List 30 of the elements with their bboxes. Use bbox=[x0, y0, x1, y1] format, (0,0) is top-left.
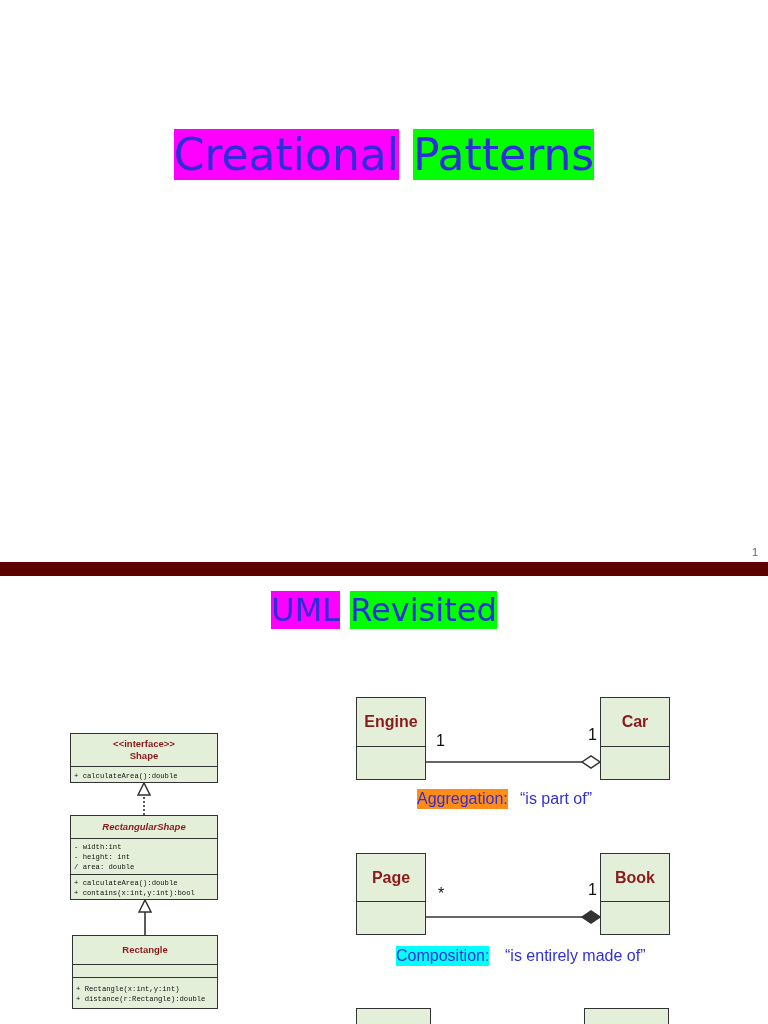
class-name: Book bbox=[614, 867, 656, 888]
class-name: Shape bbox=[128, 750, 160, 762]
slide-title: UML Revisited bbox=[270, 590, 498, 631]
stereotype-label: <<interface>> bbox=[112, 738, 176, 750]
multiplicity-label: * bbox=[438, 884, 445, 904]
multiplicity-label: 1 bbox=[436, 731, 445, 751]
class-name: Car bbox=[620, 712, 650, 732]
class-box bbox=[356, 697, 426, 780]
class-name: Engine bbox=[363, 712, 419, 732]
caption-term: Composition: bbox=[396, 946, 490, 966]
class-box bbox=[600, 697, 670, 780]
aggregation-connector bbox=[425, 755, 601, 769]
composition-connector bbox=[425, 910, 601, 924]
class-box bbox=[356, 853, 426, 935]
class-name: Rectangle bbox=[121, 944, 169, 956]
multiplicity-label: 1 bbox=[588, 725, 597, 745]
class-box bbox=[70, 733, 218, 783]
slide-title: Creational Patterns bbox=[172, 128, 596, 182]
caption-quote: “is entirely made of” bbox=[505, 946, 646, 966]
caption-quote: “is part of” bbox=[520, 789, 592, 809]
page-number: 1 bbox=[752, 545, 759, 560]
multiplicity-label: 1 bbox=[588, 880, 597, 900]
inheritance-arrow bbox=[138, 899, 152, 936]
class-box bbox=[600, 853, 670, 935]
inheritance-arrow bbox=[137, 782, 151, 816]
class-box bbox=[72, 935, 218, 1009]
caption-term: Aggregation: bbox=[417, 789, 508, 809]
class-box bbox=[70, 815, 218, 900]
class-name: Page bbox=[370, 867, 412, 888]
class-name: RectangularShape bbox=[101, 821, 187, 833]
